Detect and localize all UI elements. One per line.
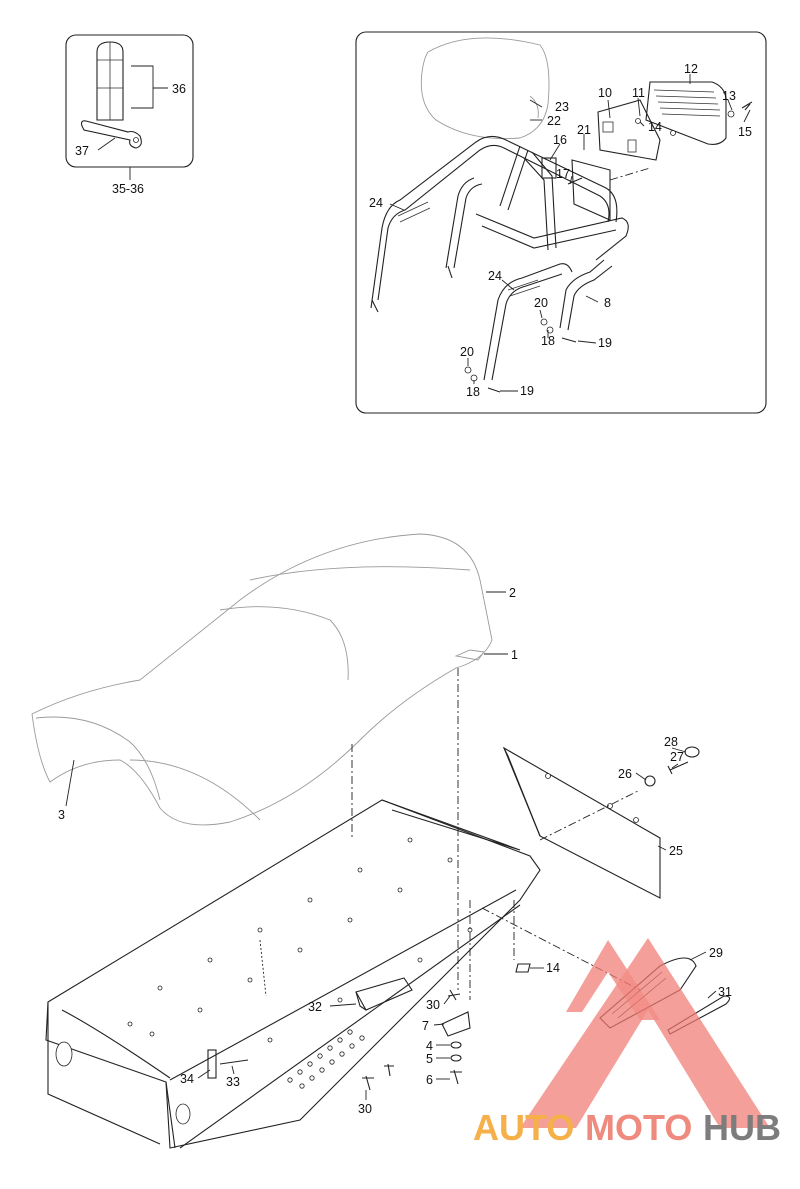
watermark-part-hub: HUB [703, 1107, 781, 1148]
watermark-part-auto: AUTO [473, 1107, 574, 1148]
label-24-left: 24 [369, 196, 383, 210]
watermark-triangle-icon [520, 938, 770, 1128]
rack-box: 12 10 11 13 14 15 23 22 16 21 17 24 24 8… [355, 31, 767, 414]
label-22: 22 [547, 114, 561, 128]
label-16: 16 [553, 133, 567, 147]
watermark-part-moto: MOTO [585, 1107, 692, 1148]
label-35-36: 35-36 [112, 182, 144, 196]
label-1: 1 [511, 648, 518, 662]
label-23: 23 [555, 100, 569, 114]
label-31: 31 [718, 985, 732, 999]
label-25: 25 [669, 844, 683, 858]
label-34: 34 [180, 1072, 194, 1086]
label-18-left: 18 [466, 385, 480, 399]
label-37: 37 [75, 144, 89, 158]
label-5: 5 [426, 1052, 433, 1066]
label-19-right: 19 [598, 336, 612, 350]
label-30-top: 30 [426, 998, 440, 1012]
label-32: 32 [308, 1000, 322, 1014]
label-27: 27 [670, 750, 684, 764]
label-26: 26 [618, 767, 632, 781]
label-2: 2 [509, 586, 516, 600]
label-4: 4 [426, 1039, 433, 1053]
label-29: 29 [709, 946, 723, 960]
label-12: 12 [684, 62, 698, 76]
label-10: 10 [598, 86, 612, 100]
label-3: 3 [58, 808, 65, 822]
label-20-left: 20 [460, 345, 474, 359]
label-21: 21 [577, 123, 591, 137]
label-19-left: 19 [520, 384, 534, 398]
label-7: 7 [422, 1019, 429, 1033]
inset-kit-box: 36 37 35-36 [65, 34, 194, 196]
label-6: 6 [426, 1073, 433, 1087]
label-14-main: 14 [546, 961, 560, 975]
label-18-right: 18 [541, 334, 555, 348]
label-14: 14 [648, 120, 662, 134]
main-assembly: 2 1 3 28 27 26 25 29 14 31 32 30 7 4 5 6… [31, 533, 732, 1149]
label-15: 15 [738, 125, 752, 139]
label-17: 17 [556, 167, 570, 181]
label-24-center: 24 [488, 269, 502, 283]
label-13: 13 [722, 89, 736, 103]
label-8: 8 [604, 296, 611, 310]
label-28: 28 [664, 735, 678, 749]
label-33: 33 [226, 1075, 240, 1089]
label-36: 36 [172, 82, 186, 96]
label-20-right: 20 [534, 296, 548, 310]
label-30-bottom: 30 [358, 1102, 372, 1116]
watermark-logo [520, 938, 770, 1128]
label-11: 11 [632, 86, 645, 100]
